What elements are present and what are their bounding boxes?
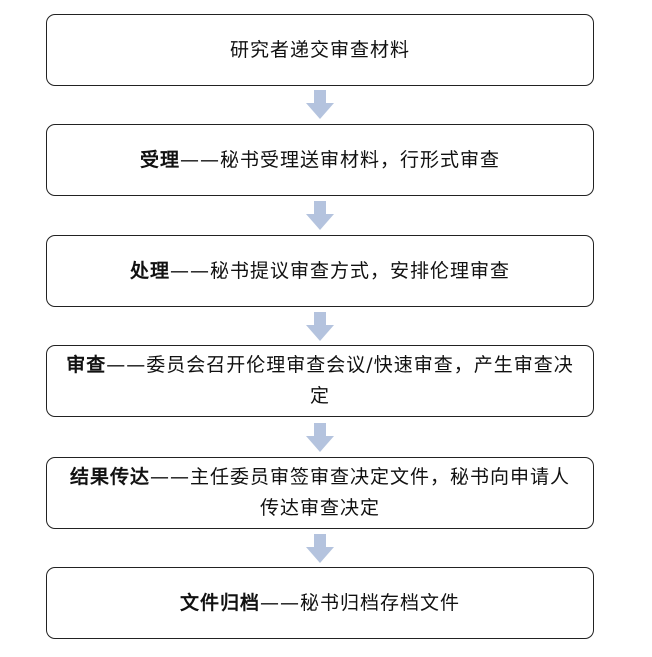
step-title: 审查 bbox=[66, 354, 107, 376]
step-process: 处理——秘书提议审查方式，安排伦理审查 bbox=[46, 235, 594, 307]
step-desc: ——主任委员审签审查决定文件，秘书向申请人传达审查决定 bbox=[150, 466, 571, 519]
arrow-down-icon bbox=[306, 534, 334, 563]
step-review: 审查——委员会召开伦理审查会议/快速审查，产生审查决定 bbox=[46, 345, 594, 417]
step-title: 受理 bbox=[139, 148, 180, 171]
step-accept: 受理——秘书受理送审材料，行形式审查 bbox=[46, 124, 594, 196]
step-title: 处理 bbox=[129, 259, 170, 282]
arrow-down-icon bbox=[306, 90, 334, 119]
arrow-down-icon bbox=[306, 312, 334, 341]
step-archive: 文件归档——秘书归档存档文件 bbox=[46, 567, 594, 639]
step-title: 结果传达 bbox=[69, 466, 150, 488]
step-desc: ——秘书提议审查方式，安排伦理审查 bbox=[170, 259, 511, 282]
step-desc: ——秘书受理送审材料，行形式审查 bbox=[180, 148, 501, 171]
step-title: 文件归档 bbox=[179, 591, 260, 614]
step-title: 研究者递交审查材料 bbox=[229, 38, 410, 61]
step-result: 结果传达——主任委员审签审查决定文件，秘书向申请人传达审查决定 bbox=[46, 457, 594, 529]
step-desc: ——委员会召开伦理审查会议/快速审查，产生审查决定 bbox=[106, 354, 574, 407]
step-desc: ——秘书归档存档文件 bbox=[260, 591, 461, 614]
arrow-down-icon bbox=[306, 423, 334, 452]
arrow-down-icon bbox=[306, 201, 334, 230]
step-submit: 研究者递交审查材料 bbox=[46, 14, 594, 86]
